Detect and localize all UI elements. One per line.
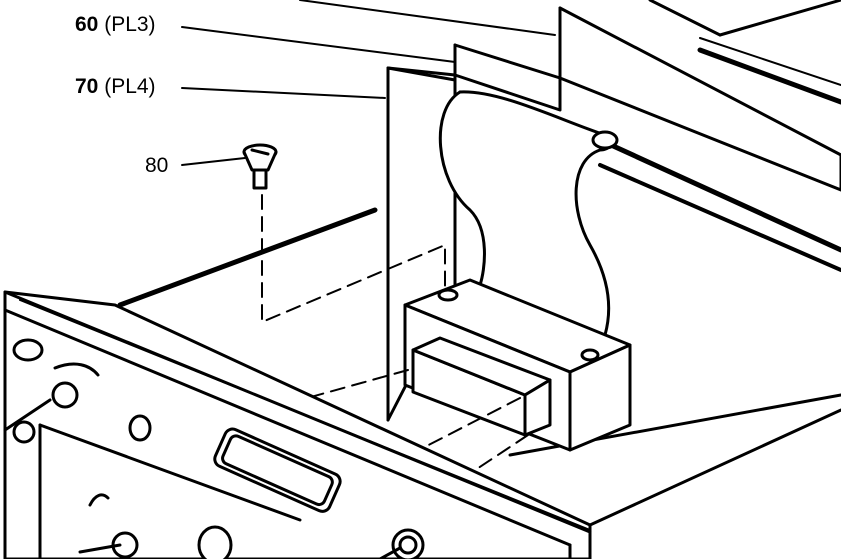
top-cover-plate [558, 0, 841, 192]
callout-80: 80 [145, 154, 168, 177]
ribbon-cable [438, 90, 619, 337]
callout-60: 60 (PL3) [75, 13, 156, 36]
screw-80 [242, 143, 278, 190]
front-panel [3, 290, 592, 559]
connector-block [403, 278, 632, 452]
callout-leaders [181, 0, 556, 166]
callout-70: 70 (PL4) [75, 75, 156, 98]
